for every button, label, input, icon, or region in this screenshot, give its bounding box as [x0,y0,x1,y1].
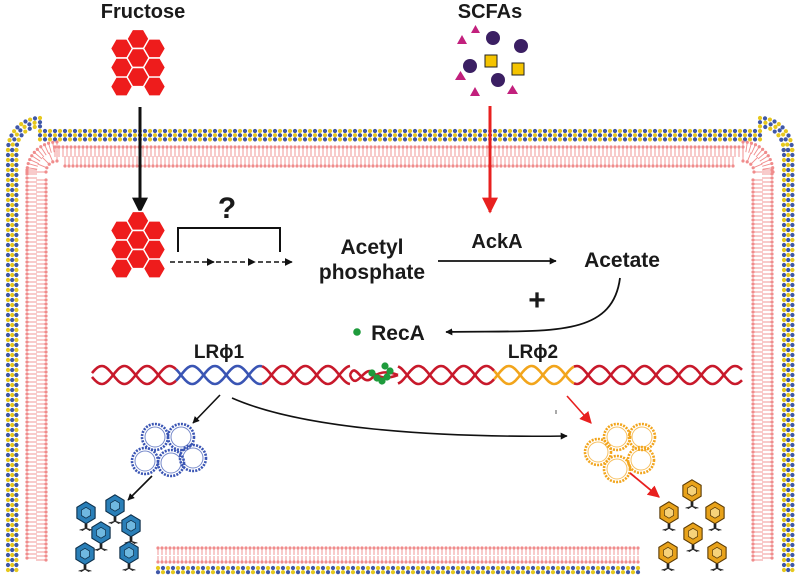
activation-plus-sign: + [528,284,546,317]
fructose-icon [109,28,167,97]
acetate-to-reca-arrow [445,277,621,336]
intracellular-fructose-icon [109,210,167,279]
lrphi1-phage-release-arrow [127,475,153,501]
acetyl-phosphate-label-line2: phosphate [319,261,425,284]
reca-label: RecA [371,322,425,345]
reca-bound-to-dna-icon [368,362,394,385]
lrphi1-phage-particles [75,494,141,572]
lrphi2-excision-arrow [566,395,592,424]
unknown-pathway-bracket [177,227,281,252]
reca-dot-icon [353,328,361,336]
lrphi2-label: LRϕ2 [508,342,558,363]
cell-membrane [5,115,795,575]
lrphi1-excision-arrow [192,394,221,424]
acetyl-phosphate-label-line1: Acetyl [340,236,403,259]
fructose-label: Fructose [101,1,185,23]
scfas-label: SCFAs [458,1,522,23]
unknown-step-question: ? [218,192,236,225]
lrphi1-to-lrphi2-arrow [231,397,568,440]
acetate-label: Acetate [584,249,660,272]
lrphi2-phage-particles [658,479,727,571]
lrphi2-phage-release-arrow [629,472,660,498]
lrphi1-label: LRϕ1 [194,342,245,363]
lrphi1-circular-dna-icon [130,422,208,478]
lrphi2-circular-dna-icon [583,422,657,484]
scfa-molecules-icon [455,25,528,96]
bacterial-chromosome-dna [91,364,743,386]
acka-label: AckA [471,231,522,253]
